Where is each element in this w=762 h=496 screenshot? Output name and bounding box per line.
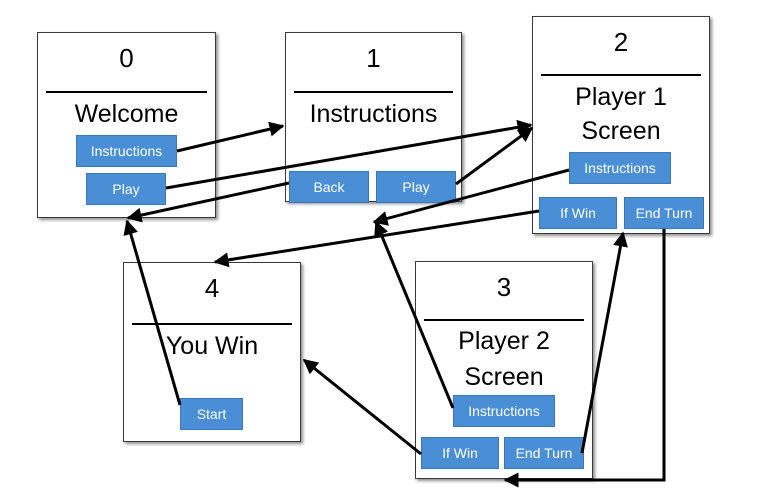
- screen-number: 3: [496, 272, 512, 302]
- instructions-button[interactable]: Instructions: [569, 152, 671, 184]
- screen-number: 4: [204, 273, 220, 303]
- screen-number: 1: [366, 43, 381, 73]
- instructions-button[interactable]: Instructions: [453, 395, 555, 427]
- if-win-button[interactable]: If Win: [421, 437, 499, 469]
- arrow-s0-instructions-to-s1: [176, 121, 285, 153]
- arrow-s4-start-to-s0: [123, 219, 182, 406]
- screen-title-line-2: Screen: [581, 117, 661, 145]
- end-turn-button[interactable]: End Turn: [624, 197, 704, 229]
- divider: [424, 319, 584, 321]
- arrow-s3-instructions-to-s1: [374, 220, 455, 409]
- arrow-s3-ifwin-to-s4: [302, 358, 422, 456]
- screen-title-line-1: Player 1: [575, 83, 667, 111]
- screen-title: Instructions: [309, 100, 438, 128]
- arrow-s2-ifwin-to-s4: [213, 209, 540, 268]
- back-button[interactable]: Back: [289, 171, 369, 203]
- divider: [46, 91, 207, 93]
- arrow-s2-endturn-to-s3: [503, 229, 666, 488]
- if-win-button[interactable]: If Win: [539, 197, 617, 229]
- arrow-s2-instructions-to-s1: [372, 168, 570, 226]
- arrow-s3-endturn-to-s2: [580, 231, 628, 454]
- screen-number: 2: [613, 27, 629, 57]
- screen-title-line-2: Screen: [464, 363, 544, 391]
- play-button[interactable]: Play: [86, 173, 166, 205]
- screen-number: 0: [119, 43, 134, 73]
- screen-title: Welcome: [74, 100, 179, 128]
- screen-title-line-1: Player 2: [458, 327, 550, 355]
- arrow-s0-play-to-s2: [165, 119, 533, 190]
- play-button[interactable]: Play: [376, 171, 456, 203]
- instructions-button[interactable]: Instructions: [76, 135, 177, 167]
- start-button[interactable]: Start: [180, 398, 243, 430]
- screen-title: You Win: [165, 332, 259, 360]
- end-turn-button[interactable]: End Turn: [504, 437, 584, 469]
- arrow-s1-play-to-s2: [455, 126, 534, 186]
- divider: [294, 91, 453, 93]
- divider: [541, 74, 701, 76]
- arrow-s1-back-to-s0: [126, 181, 290, 223]
- divider: [132, 323, 292, 325]
